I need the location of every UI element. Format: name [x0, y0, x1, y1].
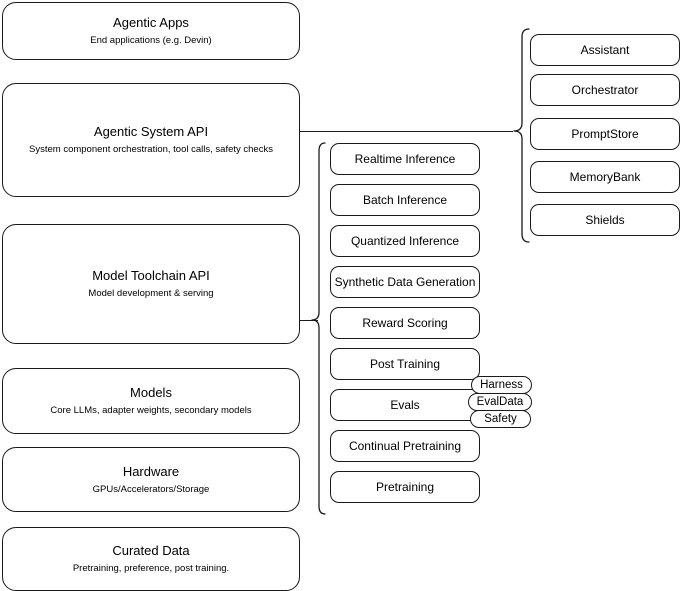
toolchain-item-realtime-inference[interactable]: Realtime Inference — [330, 143, 480, 175]
layer-subtitle: End applications (e.g. Devin) — [90, 35, 212, 46]
agentic-item-orchestrator[interactable]: Orchestrator — [530, 74, 680, 106]
toolchain-item-reward-scoring[interactable]: Reward Scoring — [330, 307, 480, 339]
evals-detail-label: Harness — [480, 379, 523, 391]
layer-title: Agentic System API — [93, 124, 209, 139]
layer-subtitle: Pretraining, preference, post training. — [72, 563, 230, 574]
toolchain-item-evals[interactable]: Evals — [330, 389, 480, 421]
toolchain-item-label: Evals — [390, 398, 420, 412]
toolchain-item-label: Quantized Inference — [350, 234, 460, 248]
agentic-item-label: PromptStore — [571, 127, 639, 141]
layer-title: Model Toolchain API — [92, 268, 210, 283]
toolchain-item-label: Batch Inference — [362, 193, 448, 207]
toolchain-item-synthetic-data-generation[interactable]: Synthetic Data Generation — [330, 266, 480, 298]
layer-subtitle: Model development & serving — [88, 288, 214, 299]
evals-detail-safety[interactable]: Safety — [470, 410, 531, 428]
layer-subtitle: Core LLMs, adapter weights, secondary mo… — [50, 405, 252, 416]
agentic-item-promptstore[interactable]: PromptStore — [530, 118, 680, 150]
connector-agentic-system-to-agentic-column — [300, 130, 513, 132]
layer-subtitle: System component orchestration, tool cal… — [29, 144, 273, 155]
layer-title: Models — [130, 385, 172, 400]
toolchain-item-label: Pretraining — [375, 480, 435, 494]
agentic-item-label: MemoryBank — [569, 170, 641, 184]
toolchain-item-continual-pretraining[interactable]: Continual Pretraining — [330, 430, 480, 462]
agentic-item-label: Orchestrator — [571, 83, 639, 97]
agentic-item-label: Shields — [585, 213, 625, 227]
brace-toolchain-column — [310, 140, 326, 520]
toolchain-item-post-training[interactable]: Post Training — [330, 348, 480, 380]
layer-title: Hardware — [122, 463, 180, 479]
connector-toolchain-to-toolchain-column — [300, 319, 318, 321]
layer-box-agentic-system-api[interactable]: Agentic System API System component orch… — [2, 83, 300, 197]
brace-agentic-column — [512, 26, 530, 246]
layer-title: Curated Data — [112, 543, 190, 558]
evals-detail-evaldata[interactable]: EvalData — [468, 393, 532, 411]
layer-box-hardware[interactable]: Hardware GPUs/Accelerators/Storage — [2, 447, 300, 512]
agentic-item-memorybank[interactable]: MemoryBank — [530, 161, 680, 193]
layer-subtitle: GPUs/Accelerators/Storage — [92, 483, 210, 495]
evals-detail-label: EvalData — [476, 396, 524, 408]
toolchain-item-label: Reward Scoring — [362, 316, 448, 330]
agentic-item-shields[interactable]: Shields — [530, 204, 680, 236]
layer-box-models[interactable]: Models Core LLMs, adapter weights, secon… — [2, 368, 300, 434]
toolchain-item-pretraining[interactable]: Pretraining — [330, 471, 480, 503]
toolchain-item-batch-inference[interactable]: Batch Inference — [330, 184, 480, 216]
toolchain-item-label: Continual Pretraining — [348, 439, 462, 453]
agentic-item-assistant[interactable]: Assistant — [530, 34, 680, 66]
agentic-item-label: Assistant — [580, 43, 630, 57]
toolchain-item-label: Post Training — [369, 357, 441, 371]
layer-title: Agentic Apps — [113, 15, 189, 30]
toolchain-item-quantized-inference[interactable]: Quantized Inference — [330, 225, 480, 257]
toolchain-item-label: Realtime Inference — [354, 152, 456, 166]
evals-detail-harness[interactable]: Harness — [471, 376, 532, 394]
layer-box-curated-data[interactable]: Curated Data Pretraining, preference, po… — [2, 527, 300, 591]
layer-box-agentic-apps[interactable]: Agentic Apps End applications (e.g. Devi… — [2, 2, 300, 60]
evals-detail-label: Safety — [484, 413, 517, 425]
toolchain-item-label: Synthetic Data Generation — [334, 275, 476, 289]
layer-box-model-toolchain-api[interactable]: Model Toolchain API Model development & … — [2, 224, 300, 344]
